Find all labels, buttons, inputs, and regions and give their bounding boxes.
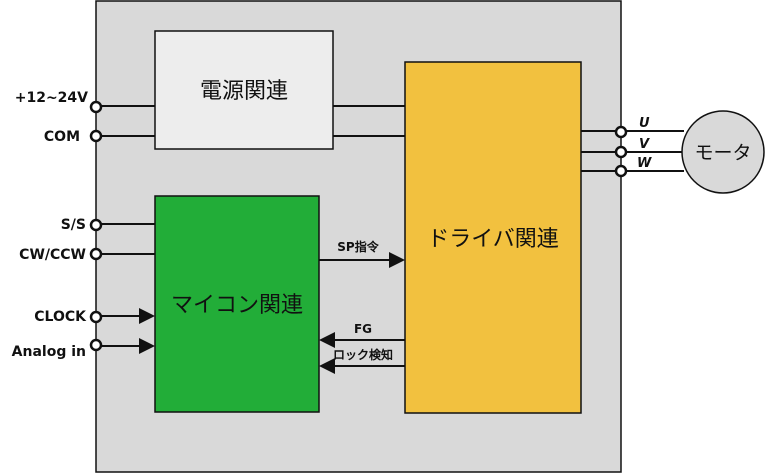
wires xyxy=(96,105,684,374)
com-label: COM xyxy=(44,129,80,145)
power-block xyxy=(154,30,334,150)
driver-block xyxy=(404,61,582,414)
terminal-com xyxy=(89,129,103,143)
terminal-vin xyxy=(89,100,103,114)
lock-detect-label: ロック検知 xyxy=(333,347,393,362)
fg-label: FG xyxy=(354,322,372,336)
cwccw-label: CW/CCW xyxy=(19,247,86,263)
terminal-cwccw xyxy=(89,247,103,261)
power-block-label: 電源関連 xyxy=(200,79,288,104)
phase-v-label: V xyxy=(639,137,650,152)
analog-in-label: Analog in xyxy=(12,344,86,360)
phase-w-label: W xyxy=(637,156,652,171)
terminals xyxy=(89,100,628,352)
clock-label: CLOCK xyxy=(34,309,87,325)
vin-label: +12~24V xyxy=(15,90,88,106)
ss-label: S/S xyxy=(61,217,86,233)
driver-block-label: ドライバ関連 xyxy=(427,227,559,252)
phase-u-label: U xyxy=(639,116,650,131)
terminal-analog-in xyxy=(89,338,103,352)
sp-command-label: SP指令 xyxy=(337,239,379,254)
terminal-v xyxy=(614,145,628,159)
terminal-clock xyxy=(89,310,103,324)
terminal-u xyxy=(614,125,628,139)
motor xyxy=(681,110,765,194)
mcu-block xyxy=(154,195,320,413)
terminal-w xyxy=(614,164,628,178)
mcu-block-label: マイコン関連 xyxy=(171,293,303,318)
motor-label: モータ xyxy=(694,142,751,164)
terminal-ss xyxy=(89,218,103,232)
